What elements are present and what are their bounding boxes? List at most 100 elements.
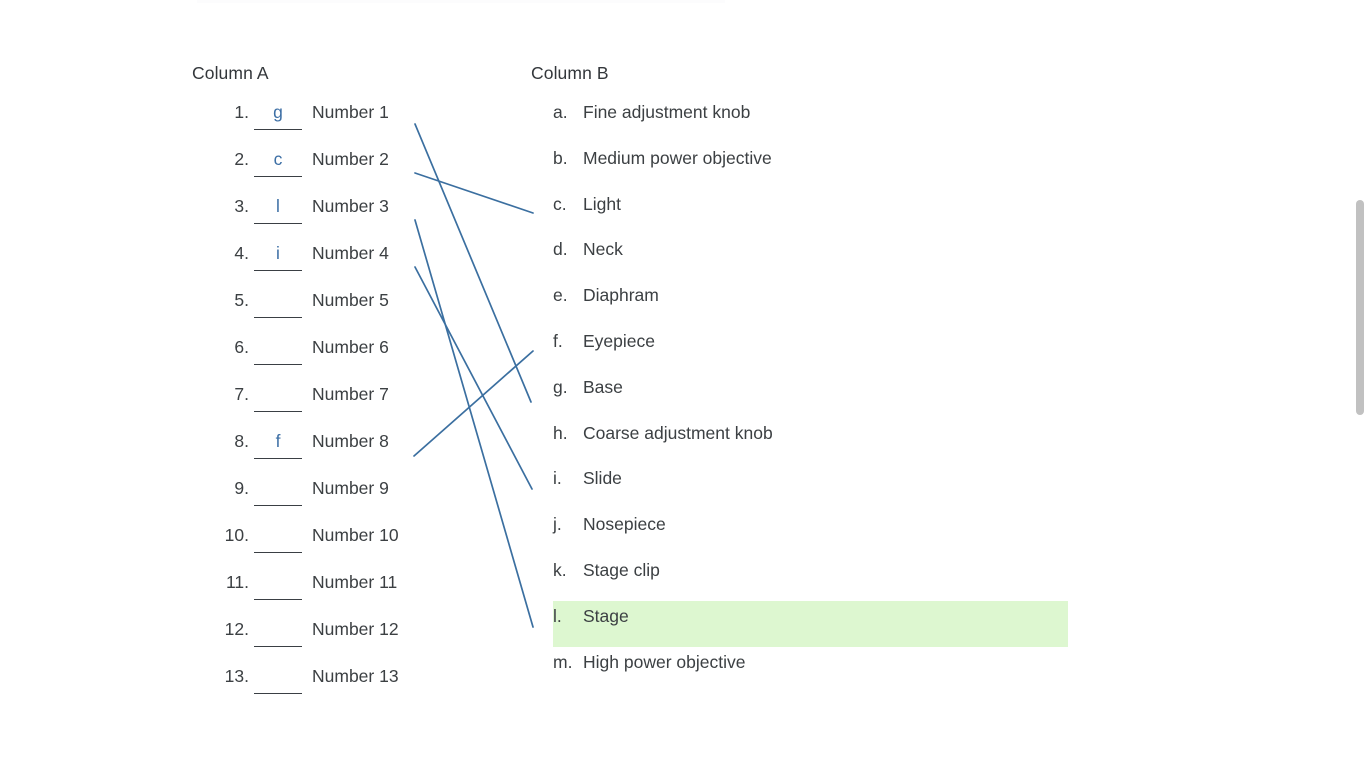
answer-blank-3[interactable]: l <box>254 193 302 224</box>
answer-blank-5[interactable] <box>254 287 302 318</box>
connector-line-2-to-c <box>414 172 534 214</box>
answer-blank-6[interactable] <box>254 334 302 365</box>
column-b-row[interactable]: i. Slide <box>553 463 1068 509</box>
column-a-row: 13. Number 13 <box>192 661 432 708</box>
column-a-row: 1. g Number 1 <box>192 97 432 144</box>
answer-letter: i <box>276 243 280 263</box>
column-a-item-number: 9. <box>234 478 249 498</box>
page-scrollbar-thumb[interactable] <box>1356 200 1364 415</box>
column-b-item-label: Fine adjustment knob <box>583 102 751 122</box>
column-b-list: a. Fine adjustment knob b. Medium power obj… <box>553 97 1068 692</box>
column-a-item-number: 8. <box>234 431 249 451</box>
column-a-item-number: 4. <box>234 243 249 263</box>
answer-blank-13[interactable] <box>254 663 302 694</box>
column-b-row-highlighted[interactable]: l.Stage <box>553 600 1068 647</box>
column-a-item-label: Number 10 <box>312 525 399 545</box>
column-b-item-letter: k. <box>553 559 567 580</box>
column-a-item-label: Number 1 <box>312 102 389 122</box>
connector-line-1-to-g <box>414 123 532 403</box>
column-b-item-label: Nosepiece <box>583 514 666 535</box>
connector-line-3-to-l <box>414 219 534 628</box>
column-b-item-letter: i. <box>553 468 562 489</box>
column-b-row[interactable]: h. Coarse adjustment knob <box>553 418 1068 464</box>
column-a-item-number: 12. <box>224 619 249 639</box>
column-a-item-number: 2. <box>234 149 249 169</box>
column-a-item-label: Number 7 <box>312 384 389 404</box>
column-a-row: 5.Number 5 <box>192 285 432 332</box>
column-a-item-number: 7. <box>234 384 249 404</box>
column-a-item-number: 3. <box>234 196 249 216</box>
answer-blank-7[interactable] <box>254 381 302 412</box>
column-a-row: 10. Number 10 <box>192 520 432 567</box>
column-b-item-label: Slide <box>583 468 622 489</box>
column-b-row[interactable]: f. Eyepiece <box>553 326 1068 372</box>
column-b-row[interactable]: k.Stage clip <box>553 555 1068 601</box>
column-b-row[interactable]: d. Neck <box>553 234 1068 280</box>
answer-blank-9[interactable] <box>254 475 302 506</box>
column-a-item-label: Number 12 <box>312 619 399 639</box>
column-a-item-number: 1. <box>234 102 249 122</box>
column-a-item-number: 5. <box>234 290 249 310</box>
column-b-row[interactable]: e.Diaphram <box>553 280 1068 326</box>
column-b-item-letter: j. <box>553 514 562 535</box>
column-a-row: 8. f Number 8 <box>192 426 432 473</box>
column-b-item-label: High power objective <box>583 651 746 672</box>
column-a-row: 4. i Number 4 <box>192 238 432 285</box>
answer-blank-10[interactable] <box>254 522 302 553</box>
column-b-item-letter: f. <box>553 330 563 351</box>
column-a-header: Column A <box>192 63 269 83</box>
answer-letter: g <box>273 102 283 122</box>
answer-letter: l <box>276 196 280 216</box>
column-b-item-label: Coarse adjustment knob <box>583 422 773 443</box>
column-a-row: 12. Number 12 <box>192 614 432 661</box>
answer-letter: f <box>275 431 281 451</box>
column-b-item-letter: m. <box>553 651 573 672</box>
answer-blank-4[interactable]: i <box>254 240 302 271</box>
column-b-row[interactable]: m. High power objective <box>553 647 1068 693</box>
column-b-item-label: Eyepiece <box>583 330 655 351</box>
column-b-item-letter: h. <box>553 422 568 443</box>
column-b-row[interactable]: a. Fine adjustment knob <box>553 97 1068 143</box>
column-a-row: 2. c Number 2 <box>192 144 432 191</box>
column-b-item-letter: d. <box>553 239 568 260</box>
column-a-item-number: 11. <box>225 572 249 592</box>
answer-blank-12[interactable] <box>254 616 302 647</box>
connector-line-4-to-i <box>414 266 533 490</box>
column-b-item-label: Base <box>583 376 623 397</box>
column-a-row: 6.Number 6 <box>192 332 432 379</box>
page-scrollbar-track[interactable] <box>1351 0 1366 768</box>
column-b-row[interactable]: g. Base <box>553 372 1068 418</box>
column-b-row[interactable]: j. Nosepiece <box>553 509 1068 555</box>
column-b-item-label: Medium power objective <box>583 147 772 168</box>
column-a-item-label: Number 6 <box>312 337 389 357</box>
column-b-item-letter: a. <box>553 102 568 122</box>
column-b-row[interactable]: c. Light <box>553 189 1068 235</box>
column-a-item-label: Number 8 <box>312 431 389 451</box>
column-b-item-letter: b. <box>553 147 568 168</box>
column-a-row: 9. Number 9 <box>192 473 432 520</box>
answer-blank-1[interactable]: g <box>254 99 302 130</box>
column-a-item-label: Number 13 <box>312 666 399 686</box>
column-a-row: 3. l Number 3 <box>192 191 432 238</box>
answer-blank-8[interactable]: f <box>254 428 302 459</box>
column-a-row: 11. Number 11 <box>192 567 432 614</box>
column-a-item-label: Number 2 <box>312 149 389 169</box>
column-b-item-label: Light <box>583 193 621 214</box>
answer-blank-2[interactable]: c <box>254 146 302 177</box>
answer-blank-11[interactable] <box>254 569 302 600</box>
answer-letter: c <box>273 149 283 169</box>
column-b-item-letter: g. <box>553 376 568 397</box>
column-a-item-number: 13. <box>224 666 249 686</box>
column-b-header: Column B <box>531 63 609 83</box>
column-a-item-number: 10. <box>224 525 249 545</box>
column-b-item-letter: e. <box>553 285 568 306</box>
column-a-item-label: Number 4 <box>312 243 389 263</box>
column-a-item-label: Number 11 <box>312 572 398 592</box>
column-b-row[interactable]: b. Medium power objective <box>553 143 1068 189</box>
column-a-item-label: Number 3 <box>312 196 389 216</box>
column-b-item-letter: c. <box>553 193 567 214</box>
column-a-item-label: Number 9 <box>312 478 389 498</box>
column-b-item-label: Neck <box>583 239 623 260</box>
column-b-item-label: Stage <box>583 605 629 626</box>
